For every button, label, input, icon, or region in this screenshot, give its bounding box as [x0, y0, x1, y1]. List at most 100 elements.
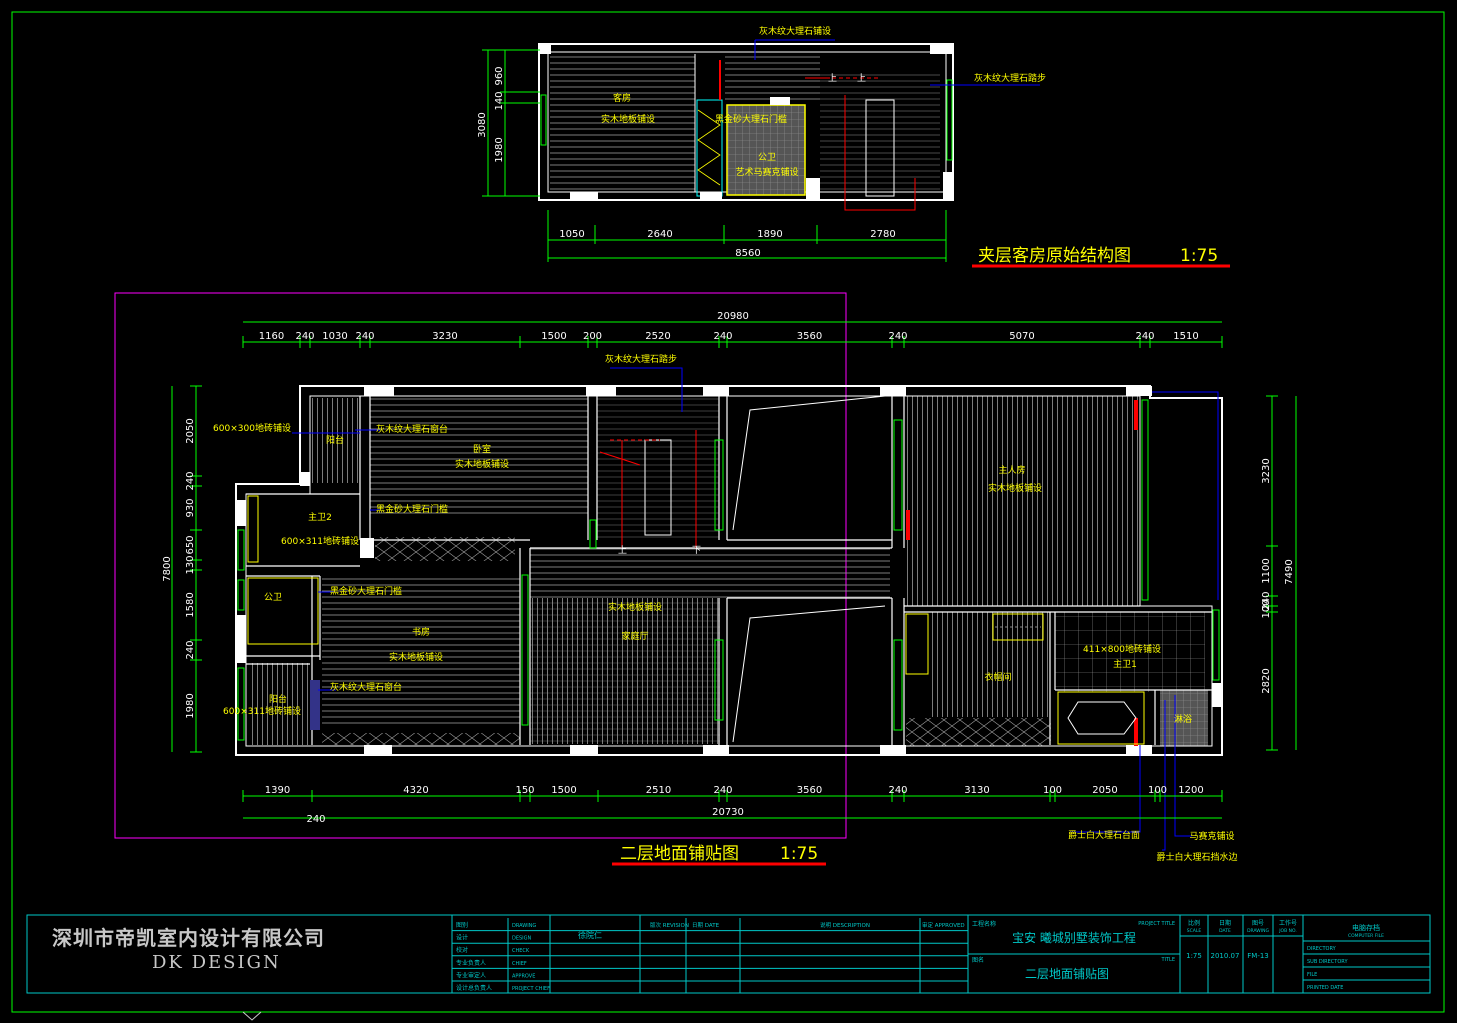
label-family-hall: 家庭厅	[621, 630, 648, 642]
info-header-en-1: SCALE	[1187, 928, 1202, 934]
label-guest-floor: 实木地板铺设	[601, 113, 655, 125]
rev-header-3: 说明 DESCRIPTION	[820, 921, 870, 929]
dim-right-4: 100	[1261, 599, 1272, 618]
dim-left-6: 1580	[185, 592, 196, 617]
info-header-cn-2: 日期	[1219, 919, 1231, 927]
dim-top-10: 3560	[797, 331, 822, 342]
dim-top-8: 2520	[645, 331, 670, 342]
dim-left-8: 1980	[185, 693, 196, 718]
label-master-bath-1: 主卫1	[1113, 658, 1137, 670]
callout-water-edge: 爵士白大理石挡水边	[1156, 851, 1237, 863]
label-balcony-1: 阳台	[326, 434, 344, 446]
rev-header-4: 审定 APPROVED	[922, 921, 965, 929]
label-tile-600x300: 600×300地砖铺设	[213, 422, 291, 434]
dim-right-3: 240	[1261, 591, 1272, 610]
dim-bottom-3: 150	[515, 785, 534, 796]
tb-row-cn-3: 校对	[456, 946, 468, 954]
dim-bottom-6: 240	[713, 785, 732, 796]
mezzanine-title: 夹层客房原始结构图	[978, 246, 1131, 266]
label-closet: 衣帽间	[984, 671, 1011, 683]
second-floor-title: 二层地面铺贴图	[620, 844, 739, 864]
dim-left-5: 130	[185, 555, 196, 574]
file-row-directory: DIRECTORY	[1307, 946, 1337, 952]
title-tag: TITLE	[1160, 957, 1175, 963]
dim-right-1: 3230	[1261, 458, 1272, 483]
project-name: 宝安 曦城别墅装饰工程	[1012, 930, 1136, 945]
dim-mezz-2: 2640	[647, 229, 672, 240]
dim-top-13: 240	[1135, 331, 1154, 342]
callout-vanity: 爵士白大理石台面	[1068, 829, 1140, 841]
label-guest-room: 客房	[613, 92, 631, 104]
tb-row-en-5: APPROVE	[512, 973, 535, 979]
dim-top-3: 1030	[322, 331, 347, 342]
dim-top-2: 240	[295, 331, 314, 342]
label-public-bath: 公卫	[264, 592, 282, 603]
dim-bottom-9: 3130	[964, 785, 989, 796]
dim-bottom-5: 2510	[646, 785, 671, 796]
dim-top-7: 200	[583, 331, 602, 342]
title-block	[26, 914, 1431, 994]
dim-left-4: 650	[185, 535, 196, 554]
callout-stair-right: 灰木纹大理石踏步	[974, 72, 1046, 84]
tb-row-cn-1: 图别	[456, 921, 468, 929]
callout-stair-top: 灰木纹大理石铺设	[759, 25, 831, 37]
callout-stair-step: 灰木纹大理石踏步	[605, 353, 677, 365]
label-tile-411x800: 411×800地砖铺设	[1083, 643, 1161, 655]
file-row-file: FILE	[1307, 972, 1317, 978]
arrow-down: 下	[692, 546, 701, 556]
dim-top-11: 240	[888, 331, 907, 342]
dim-right-5: 2820	[1261, 668, 1272, 693]
file-row-subdirectory: SUB DIRECTORY	[1307, 959, 1348, 965]
label-sill-1: 灰木纹大理石窗台	[376, 423, 448, 435]
label-tile-600x311-a: 600×311地砖铺设	[281, 535, 359, 547]
dim-right-2: 1100	[1261, 558, 1272, 583]
file-header-en: COMPUTER FILE	[1348, 933, 1384, 939]
drawing-no-value: FM-13	[1247, 952, 1269, 960]
info-header-en-2: DATE	[1219, 928, 1231, 934]
designer-name: 徐院仁	[578, 930, 602, 940]
arrow-up-1: 上	[828, 73, 837, 84]
dim-bottom-4: 1500	[551, 785, 576, 796]
mezzanine-scale: 1:75	[1180, 246, 1218, 266]
arrow-up-2: 上	[857, 73, 866, 84]
dim-bottom-13: 1200	[1178, 785, 1203, 796]
tb-row-en-4: CHIEF	[512, 961, 527, 967]
dim-bottom-1: 1390	[265, 785, 290, 796]
label-shower: 淋浴	[1174, 713, 1192, 725]
tb-row-cn-6: 设计总负责人	[456, 984, 492, 992]
dim-mezz-left-2: 140	[494, 91, 505, 110]
label-door-sill: 黑金砂大理石门槛	[715, 113, 787, 125]
rev-header-1: 版次 REVISION	[650, 921, 689, 929]
info-header-cn-4: 工作号	[1279, 919, 1297, 927]
dim-left-7: 240	[185, 640, 196, 659]
label-master-floor: 实木地板铺设	[988, 482, 1042, 494]
dim-top-14: 1510	[1173, 331, 1198, 342]
mezzanine-plan: 客房 实木地板铺设 黑金砂大理石门槛 公卫 艺术马赛克铺设 灰木纹大理石铺设 灰…	[477, 25, 1230, 268]
dim-bottom-10: 100	[1043, 785, 1062, 796]
dim-mezz-left-total: 3080	[477, 112, 488, 137]
file-row-printed-date: PRINTED DATE	[1307, 985, 1343, 991]
dim-top-6: 1500	[541, 331, 566, 342]
tb-row-en-3: CHECK	[512, 948, 530, 954]
info-header-cn-3: 图号	[1252, 920, 1264, 927]
dim-mezz-4: 2780	[870, 229, 895, 240]
project-title-tag: PROJECT TITLE	[1138, 921, 1175, 927]
label-family-floor: 实木地板铺设	[608, 601, 662, 613]
dim-bottom-8: 240	[888, 785, 907, 796]
label-bath-floor: 艺术马赛克铺设	[735, 166, 798, 178]
file-header-cn: 电脑存档	[1352, 923, 1380, 932]
dim-bottom-12: 100	[1148, 785, 1167, 796]
label-study: 书房	[412, 626, 430, 638]
dim-left-total: 7800	[162, 556, 173, 581]
scale-value: 1:75	[1186, 952, 1202, 960]
project-label: 工程名称	[972, 920, 996, 928]
label-bath: 公卫	[758, 152, 776, 163]
drawing-name: 二层地面铺贴图	[1025, 967, 1109, 981]
dim-mezz-left-3: 1980	[494, 137, 505, 162]
dim-top-12: 5070	[1009, 331, 1034, 342]
dim-top-total: 20980	[717, 311, 749, 322]
dim-mezz-1: 1050	[559, 229, 584, 240]
arrow-up: 上	[618, 545, 627, 556]
label-sill-2: 黑金砂大理石门槛	[376, 503, 448, 515]
